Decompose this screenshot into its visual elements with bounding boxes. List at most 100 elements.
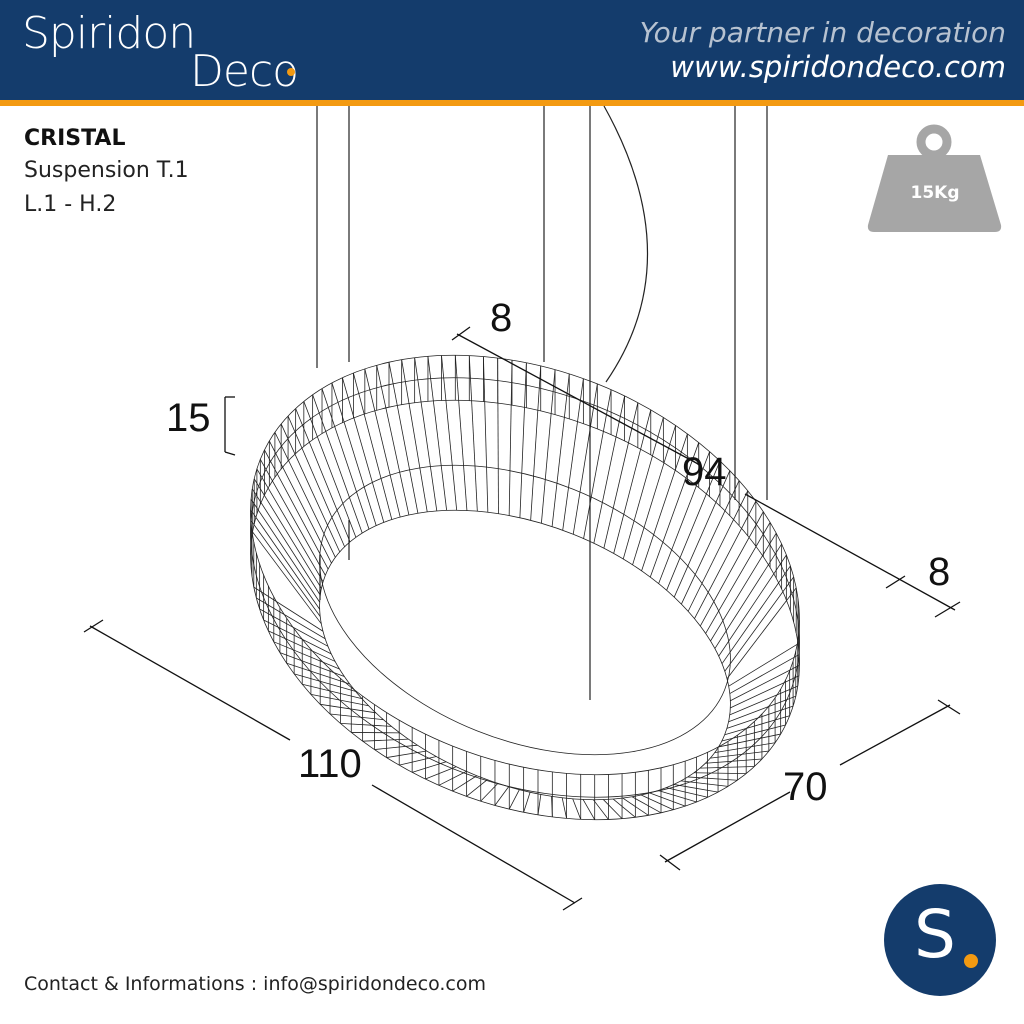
- ring-segment: [724, 576, 794, 672]
- ring-segment: [312, 394, 363, 534]
- logo-text-deco: Deco: [190, 46, 299, 97]
- ring-segment: [729, 685, 798, 716]
- ring-segment: [632, 425, 676, 565]
- ring-segment: [388, 362, 419, 514]
- ring-segment: [729, 654, 800, 694]
- ring-segment: [687, 490, 749, 612]
- header-banner: Spiridon Deco Your partner in decoration…: [0, 0, 1024, 106]
- contact-info[interactable]: Contact & Informations : info@spiridonde…: [24, 973, 486, 995]
- ring-segment: [414, 357, 438, 512]
- ring-segment: [728, 643, 799, 687]
- ring-segment: [728, 695, 796, 723]
- ring-segment: [572, 798, 582, 820]
- dim-width: 70: [783, 765, 828, 809]
- ring-body: [250, 354, 800, 821]
- ring-segment: [321, 388, 370, 530]
- weight-icon: [867, 124, 1002, 232]
- ring-segment: [694, 772, 747, 774]
- ring-segment: [714, 742, 776, 754]
- ring-segment: [694, 500, 757, 619]
- ring-segment: [530, 365, 542, 521]
- ring-segment: [274, 432, 336, 558]
- ring-segment: [649, 442, 700, 578]
- ring-segment: [562, 378, 584, 531]
- ring-segment: [412, 761, 447, 773]
- ring-segment: [425, 766, 457, 780]
- ring-segment: [551, 373, 570, 527]
- ring-segment: [710, 750, 769, 759]
- ring-segment: [483, 356, 489, 513]
- ring-segment: [673, 470, 731, 598]
- ring-segment: [263, 619, 332, 655]
- product-name: CRISTAL: [24, 126, 126, 151]
- ring-segment: [268, 440, 332, 564]
- dim-top-width: 8: [490, 296, 513, 340]
- ring-segment: [480, 783, 499, 802]
- weight-label: 15Kg: [910, 183, 960, 203]
- ring-segment: [612, 798, 636, 818]
- ring-segment: [279, 652, 345, 677]
- badge-dot: [964, 954, 978, 968]
- ring-segment: [680, 780, 729, 787]
- dim-inner-diameter: 94: [682, 450, 727, 494]
- dim-height: 15: [166, 396, 211, 440]
- ring-segment: [303, 401, 357, 538]
- product-type: Suspension T.1: [24, 158, 189, 183]
- ring-segment: [658, 790, 697, 803]
- ring-segment: [264, 449, 329, 570]
- ring-segment: [287, 415, 345, 547]
- ring-segment: [362, 738, 409, 742]
- ring-segment: [253, 586, 324, 632]
- ring-segment: [376, 365, 410, 516]
- ring-segment: [259, 608, 329, 647]
- ring-segment: [593, 395, 625, 544]
- ring-segment: [353, 372, 393, 520]
- ring-segment: [342, 377, 385, 523]
- ring-segment: [452, 775, 477, 792]
- logo-text-spiridon: Spiridon: [22, 8, 196, 59]
- ring-segment: [640, 794, 674, 811]
- ring-segment: [399, 756, 437, 766]
- ring-segment: [329, 713, 384, 721]
- ring-segment: [468, 355, 478, 512]
- ring-segment: [710, 532, 777, 642]
- ring-segment: [666, 460, 721, 591]
- ring-segment: [603, 799, 623, 819]
- ring-segment: [603, 402, 639, 549]
- ring-segment: [540, 369, 556, 524]
- ring-segment: [320, 703, 376, 714]
- suspension-rods: [316, 105, 768, 700]
- ring-segment: [441, 355, 458, 511]
- ring-segment: [658, 451, 710, 584]
- dim-length: 110: [298, 742, 362, 786]
- ring-segment: [730, 675, 800, 709]
- product-code: L.1 - H.2: [24, 192, 117, 217]
- website-link[interactable]: www.spiridondeco.com: [670, 50, 1006, 84]
- ring-segment: [454, 355, 468, 511]
- ring-segment: [592, 799, 609, 820]
- ring-segment: [250, 509, 320, 610]
- tagline: Your partner in decoration: [639, 16, 1006, 49]
- ring-segment: [259, 459, 326, 576]
- ring-segment: [699, 766, 755, 769]
- power-cable: [603, 105, 649, 383]
- ring-segment: [730, 664, 800, 702]
- ring-segment: [561, 797, 567, 819]
- ring-segment: [718, 554, 787, 657]
- inner-rim-top: [319, 464, 731, 756]
- ring-segment: [401, 359, 428, 512]
- logo-dot: [287, 68, 295, 76]
- ring-segment: [294, 673, 356, 692]
- ring-segment: [572, 383, 598, 535]
- ring-segment: [641, 433, 688, 571]
- ring-segment: [673, 784, 719, 793]
- dim-side-width: 8: [928, 550, 951, 594]
- ring-segment: [427, 356, 448, 511]
- ring-segment: [466, 779, 488, 797]
- ring-segment: [705, 758, 762, 764]
- ring-segment: [631, 796, 662, 814]
- ring-segment: [613, 409, 652, 554]
- ring-segment: [508, 789, 520, 810]
- ring-segment: [251, 488, 321, 596]
